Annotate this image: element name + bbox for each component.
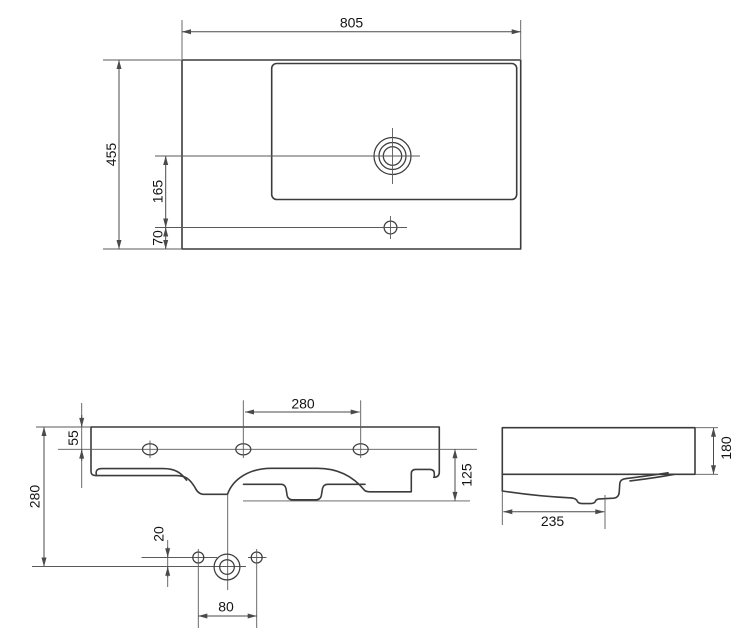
fixing-hole-left bbox=[141, 440, 159, 458]
dim-label-55: 55 bbox=[65, 430, 81, 446]
front-view: 280 55 280 125 20 bbox=[27, 396, 477, 628]
dim-label-70: 70 bbox=[150, 230, 166, 246]
drain-outlet bbox=[213, 553, 241, 581]
dim-label-180: 180 bbox=[718, 436, 734, 460]
dim-label-overall-height: 280 bbox=[27, 485, 43, 509]
dim-label-top-depth: 455 bbox=[103, 143, 119, 167]
trap-cover-front bbox=[242, 483, 366, 501]
fixing-hole-right bbox=[352, 400, 369, 458]
bowl-outer-edge bbox=[629, 473, 676, 482]
bowl-rim-top bbox=[270, 62, 518, 201]
basin-outline-top bbox=[181, 59, 522, 250]
dim-label-top-width: 805 bbox=[340, 15, 364, 31]
side-view: 180 235 bbox=[501, 426, 734, 529]
dim-label-165: 165 bbox=[150, 180, 166, 204]
dim-label-20: 20 bbox=[151, 526, 167, 542]
top-view: 805 455 165 70 bbox=[103, 15, 522, 250]
trap-cover-side bbox=[570, 477, 627, 505]
fixing-hole-center bbox=[235, 400, 252, 458]
basin-outline-side bbox=[501, 426, 696, 492]
dim-label-235: 235 bbox=[541, 513, 565, 529]
dim-label-125: 125 bbox=[459, 463, 475, 487]
dim-label-80: 80 bbox=[218, 599, 234, 615]
bowl-inner-edge bbox=[625, 472, 669, 480]
left-shelf-line bbox=[95, 467, 188, 481]
dim-label-hole-spacing: 280 bbox=[291, 396, 315, 412]
underside-profile bbox=[501, 490, 573, 499]
